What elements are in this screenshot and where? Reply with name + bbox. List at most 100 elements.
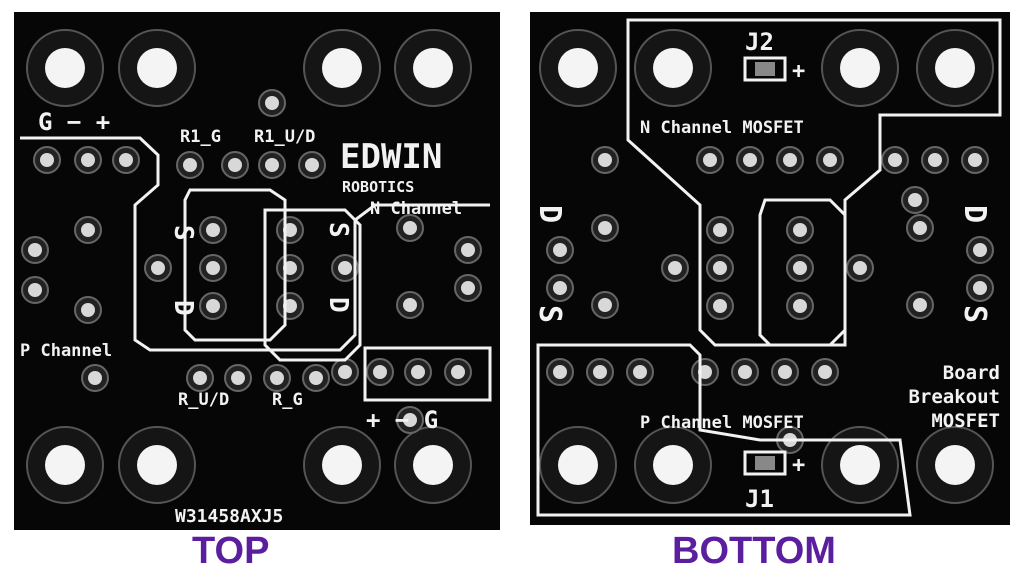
mounting-hole-center	[935, 445, 975, 485]
power-header-top-label: G − +	[38, 108, 110, 136]
mounting-hole-center	[935, 48, 975, 88]
pad-center	[206, 261, 220, 275]
j1-plus: +	[792, 453, 805, 478]
title-line-3: MOSFET	[931, 410, 1000, 432]
pad-center	[193, 371, 207, 385]
pad-center	[305, 158, 319, 172]
pad-center	[553, 243, 567, 257]
pad-center	[309, 371, 323, 385]
pad-center	[928, 153, 942, 167]
bottom-center-outline	[758, 198, 847, 347]
j1-label: J1	[745, 485, 774, 513]
pad-center	[451, 365, 465, 379]
s-label-left: S	[532, 305, 567, 323]
pad-center	[265, 158, 279, 172]
pad-center	[28, 283, 42, 297]
pad-center	[403, 221, 417, 235]
mounting-hole-center	[137, 445, 177, 485]
pad-center	[231, 371, 245, 385]
d-label-left: D	[168, 300, 198, 316]
bottom-p-outline	[536, 343, 912, 517]
pad-center	[713, 261, 727, 275]
s-label-left: S	[168, 225, 198, 241]
mounting-hole-center	[322, 48, 362, 88]
pad-center	[633, 365, 647, 379]
pad-center	[888, 153, 902, 167]
pad-center	[973, 243, 987, 257]
mounting-hole-center	[653, 445, 693, 485]
pad-center	[793, 299, 807, 313]
pad-center	[206, 223, 220, 237]
pad-center	[823, 153, 837, 167]
r-g-label: R_G	[272, 390, 303, 410]
n-channel-label: N Channel	[370, 199, 462, 219]
bottom-caption: BOTTOM	[672, 530, 836, 572]
pad-center	[553, 281, 567, 295]
pad-center	[411, 365, 425, 379]
pad-center	[593, 365, 607, 379]
d-label-left: D	[532, 205, 567, 223]
pad-center	[973, 281, 987, 295]
s-label-right: S	[957, 305, 992, 323]
title-line-2: Breakout	[908, 386, 1000, 408]
top-silk-outline	[20, 136, 490, 352]
pad-center	[403, 413, 417, 427]
pad-center	[151, 261, 165, 275]
top-caption: TOP	[192, 530, 270, 572]
mounting-hole-center	[840, 48, 880, 88]
top-center-outline-2	[263, 208, 362, 362]
pad-center	[668, 261, 682, 275]
pad-center	[373, 365, 387, 379]
pad-center	[598, 153, 612, 167]
pad-center	[793, 261, 807, 275]
pad-center	[206, 299, 220, 313]
r1-ud-label: R1_U/D	[254, 127, 315, 147]
pad-center	[183, 158, 197, 172]
mounting-hole-center	[840, 445, 880, 485]
pad-center	[40, 153, 54, 167]
pad-center	[703, 153, 717, 167]
pad-center	[778, 365, 792, 379]
mounting-hole-center	[653, 48, 693, 88]
pad-center	[598, 221, 612, 235]
pad-center	[81, 223, 95, 237]
r-ud-label: R_U/D	[178, 390, 229, 410]
pad-center	[228, 158, 242, 172]
mounting-hole-center	[413, 445, 453, 485]
pad-center	[461, 243, 475, 257]
pad-center	[913, 298, 927, 312]
j1-jumper	[743, 450, 787, 476]
n-channel-mosfet-label: N Channel MOSFET	[640, 118, 804, 138]
pad-center	[81, 303, 95, 317]
pad-center	[793, 223, 807, 237]
pad-center	[713, 299, 727, 313]
j2-plus: +	[792, 59, 805, 84]
pad-center	[265, 96, 279, 110]
pad-center	[913, 221, 927, 235]
d-label-right: D	[323, 297, 353, 313]
mounting-hole-center	[45, 48, 85, 88]
p-channel-mosfet-label: P Channel MOSFET	[640, 413, 804, 433]
j2-label: J2	[745, 28, 774, 56]
title-line-1: Board	[943, 362, 1000, 384]
mounting-hole-center	[322, 445, 362, 485]
pad-center	[270, 371, 284, 385]
pad-center	[853, 261, 867, 275]
mounting-hole-center	[413, 48, 453, 88]
pad-center	[908, 193, 922, 207]
mounting-hole-center	[45, 445, 85, 485]
j2-jumper	[743, 56, 787, 82]
pad-center	[738, 365, 752, 379]
s-label-right: S	[323, 222, 353, 238]
pad-center	[461, 281, 475, 295]
pad-center	[598, 298, 612, 312]
p-channel-label: P Channel	[20, 341, 112, 361]
edwin-logo: EDWIN	[340, 137, 442, 177]
mounting-hole-center	[137, 48, 177, 88]
mounting-hole-center	[558, 48, 598, 88]
pad-center	[818, 365, 832, 379]
serial-number: W31458AXJ5	[175, 506, 283, 527]
pad-center	[338, 261, 352, 275]
mounting-hole-center	[558, 445, 598, 485]
